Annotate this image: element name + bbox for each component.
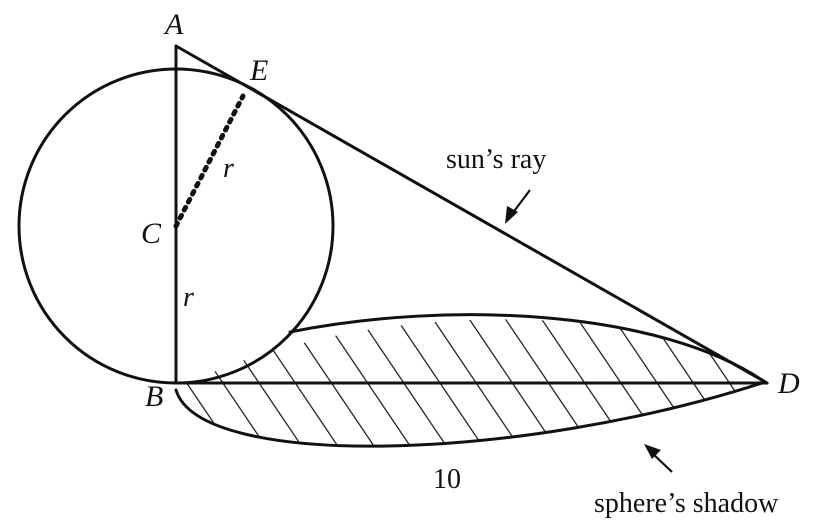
label-point-b: B <box>145 380 163 413</box>
sphere-shadow-upper-edge <box>288 313 767 384</box>
shadow-hatching <box>176 319 765 447</box>
label-radius-ce: r <box>223 153 234 184</box>
sphere-shadow-outline <box>174 380 767 448</box>
label-point-d: D <box>777 367 800 400</box>
label-point-c: C <box>141 217 162 250</box>
sun-ray-line <box>174 44 769 385</box>
label-radius-cb: r <box>183 282 194 313</box>
radius-ce-dotted <box>173 93 246 229</box>
label-sphere-shadow: sphere’s shadow <box>594 488 779 519</box>
label-sun-ray: sun’s ray <box>446 144 546 175</box>
label-point-a: A <box>163 8 184 41</box>
shadow-arrow <box>644 444 673 473</box>
label-length: 10 <box>433 464 461 495</box>
sun-ray-arrow <box>505 189 531 224</box>
label-point-e: E <box>249 54 268 87</box>
